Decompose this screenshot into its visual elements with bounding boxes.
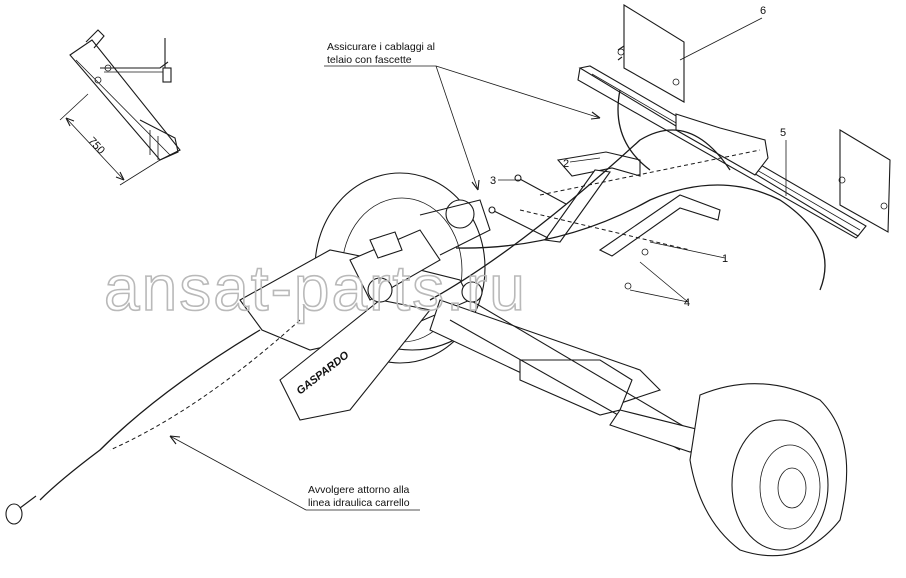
note-top-line2: telaio con fascette [327,54,412,66]
hydraulic-cylinder [349,199,491,303]
license-plate-top [617,4,685,103]
inset-detail: 750 [59,29,181,186]
bolts [488,174,649,290]
callout-2: 2 [563,158,569,170]
callout-leaders [169,17,787,511]
note-top-line1: Assicurare i cablaggi al [327,41,435,53]
wiring-harness [5,89,826,525]
note-bottom-line2: linea idraulica carrello [308,497,410,509]
crossbar [577,65,867,239]
callout-3: 3 [490,175,496,187]
right-wheel [689,383,848,557]
bracket [544,151,721,257]
alignment-line [539,149,761,196]
callout-1: 1 [722,253,728,265]
connector-plug [5,503,23,525]
callout-4: 4 [684,297,690,309]
callout-5: 5 [780,127,786,139]
dimension-label: 750 [86,135,107,157]
watermark: ansat-parts.ru [104,252,527,324]
license-plate-right [838,129,891,233]
note-bottom-line1: Avvolgere attorno alla [308,484,410,496]
callout-6: 6 [760,5,766,17]
